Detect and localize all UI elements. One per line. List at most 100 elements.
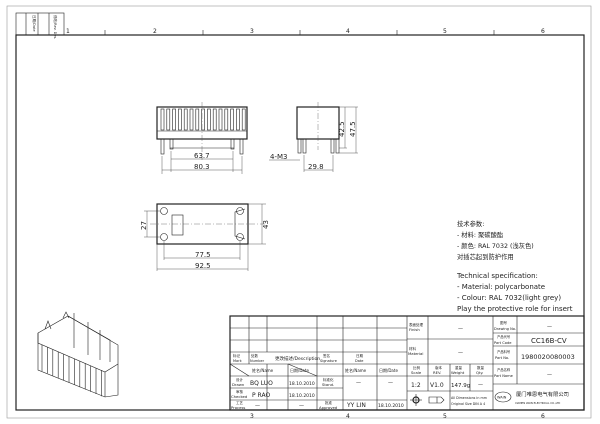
date-header: 日期/Date — [290, 367, 309, 373]
drawn-date: 18.10.2010 — [289, 381, 315, 387]
note-en-3: Play the protective role for insert — [457, 305, 573, 313]
zone-4-bottom: 4 — [346, 413, 350, 420]
fin — [241, 108, 246, 131]
part-name-label-cn: 产品名称 — [497, 367, 511, 372]
bottom-view: 27 43 77.5 92.5 — [140, 203, 270, 271]
side-view: 42.5 47.5 4-M3 29.8 — [269, 102, 358, 172]
zone-markers: 1 2 3 4 5 6 3 4 5 6 — [66, 28, 545, 420]
drawn-label: Drawn — [232, 382, 245, 387]
zone-3: 3 — [250, 28, 254, 35]
dim-27: 27 — [140, 221, 148, 230]
signature-label-cn: 签名 — [323, 353, 330, 358]
fin — [195, 108, 200, 131]
part-code-label-cn: 产品代号 — [497, 334, 511, 339]
description-label: 更改描述/Description — [275, 355, 320, 362]
fin — [218, 108, 223, 131]
outer-frame — [6, 5, 592, 419]
company-name-cn: 厦门唯恩电气有限公司 — [516, 390, 569, 398]
finish-label: Finish — [409, 327, 420, 332]
scale-value: 1:2 — [411, 382, 421, 389]
dim-80-3: 80.3 — [194, 163, 210, 171]
dim-63-7: 63.7 — [194, 152, 210, 160]
rev-label: REV. — [433, 370, 441, 375]
company-name-en: XIAMEN WAIN ELECTRICAL CO.,LTD — [515, 401, 560, 405]
technical-notes: 技术参数: - 材料: 聚碳酸酯 - 颜色: RAL 7032 (浅灰色) 对插… — [456, 219, 573, 313]
dim-47-5: 47.5 — [349, 121, 357, 137]
date-header-2: 日期/Date — [379, 367, 398, 373]
fin — [207, 108, 211, 131]
zone-6-bottom: 6 — [541, 413, 545, 420]
drawn-label-cn: 设计 — [236, 377, 243, 382]
rev-desc-label: 修改/Rev. Des. — [53, 15, 58, 39]
material-label-cn: 材料 — [409, 346, 417, 351]
zone-4: 4 — [346, 28, 350, 35]
stand-label-cn: 标准化 — [323, 377, 334, 382]
approved-label-cn: 批准 — [325, 400, 333, 405]
fin — [166, 108, 171, 131]
drawn-name: BQ LUO — [250, 380, 273, 387]
dims-note-line1: All Dimensions in mm — [451, 396, 487, 400]
scale-label-cn: 比例 — [413, 365, 421, 370]
note-en-0: Technical specification: — [456, 272, 538, 280]
checked-label: Checked — [231, 394, 248, 399]
thread-label: 4-M3 — [270, 153, 287, 161]
drawing-no-value: — — [547, 324, 552, 330]
title-block: 标记 Mark 处数 Number 更改描述/Description 签名 Si… — [229, 315, 585, 411]
note-cn-2: - 颜色: RAL 7032 (浅灰色) — [457, 241, 534, 250]
zone-3-bottom: 3 — [250, 413, 254, 420]
dims-note-line2: Original Size DIN A 4 — [451, 402, 485, 406]
date-label-cn: 日期 — [356, 353, 364, 358]
zone-6: 6 — [541, 28, 545, 35]
checked-label-cn: 审核 — [236, 389, 243, 394]
name-header-2: 姓名/Name — [345, 367, 367, 373]
process-label-cn: 工艺 — [236, 400, 243, 405]
weight-value: 147.9g — [451, 383, 470, 389]
qty-value: — — [478, 382, 483, 388]
logo-text: WAIN — [497, 396, 507, 400]
finish-label-cn: 表面处理 — [409, 322, 423, 327]
dim-29-8: 29.8 — [308, 163, 324, 171]
fin — [224, 108, 229, 131]
number-label-cn: 处数 — [251, 353, 259, 358]
process-date: — — [299, 403, 304, 409]
zone-2: 2 — [153, 28, 157, 35]
approved-label: Approved — [319, 405, 338, 410]
scale-label: Scale — [411, 370, 422, 375]
process-name: — — [255, 403, 260, 409]
qty-label-cn: 数量 — [477, 365, 485, 370]
approved-date: 18.10.2010 — [378, 403, 404, 409]
first-angle-projection-icon — [410, 394, 445, 406]
signature-label: Signature — [320, 359, 337, 363]
note-en-1: - Material: polycarbonate — [457, 283, 545, 291]
note-cn-3: 对插芯起到防护作用 — [457, 252, 514, 261]
stand-date: — — [388, 380, 393, 386]
revision-strip: 日期/Date 修改/Rev. Des. — [15, 12, 65, 39]
front-view: 63.7 80.3 — [156, 102, 248, 174]
part-no-value: 1980020080003 — [521, 353, 575, 361]
zone-1: 1 — [66, 28, 70, 35]
isometric-view — [37, 311, 119, 398]
fin — [236, 108, 240, 131]
dim-43: 43 — [262, 220, 270, 229]
mark-label: Mark — [233, 359, 243, 363]
fin — [183, 108, 188, 131]
material-label: Material — [408, 351, 423, 356]
fin — [189, 108, 194, 131]
part-name-label: Part Name — [494, 374, 514, 378]
part-code-value: CC16B-CV — [531, 337, 567, 345]
stand-name: — — [356, 380, 361, 386]
dim-42-5: 42.5 — [338, 121, 346, 137]
fin — [230, 108, 234, 131]
material-value: — — [458, 350, 463, 356]
fin — [201, 108, 205, 131]
checked-date: 18.10.2010 — [289, 393, 315, 399]
qty-label: Qty. — [476, 370, 483, 375]
note-cn-1: - 材料: 聚碳酸酯 — [457, 230, 503, 239]
stand-label: Stand. — [322, 382, 334, 387]
part-no-label: Part No. — [495, 356, 509, 360]
checked-name: P RAO — [252, 392, 270, 399]
fin — [178, 108, 182, 131]
approved-name: YY LIN — [346, 402, 366, 409]
drawing-no-label: Drawing No. — [494, 327, 516, 331]
